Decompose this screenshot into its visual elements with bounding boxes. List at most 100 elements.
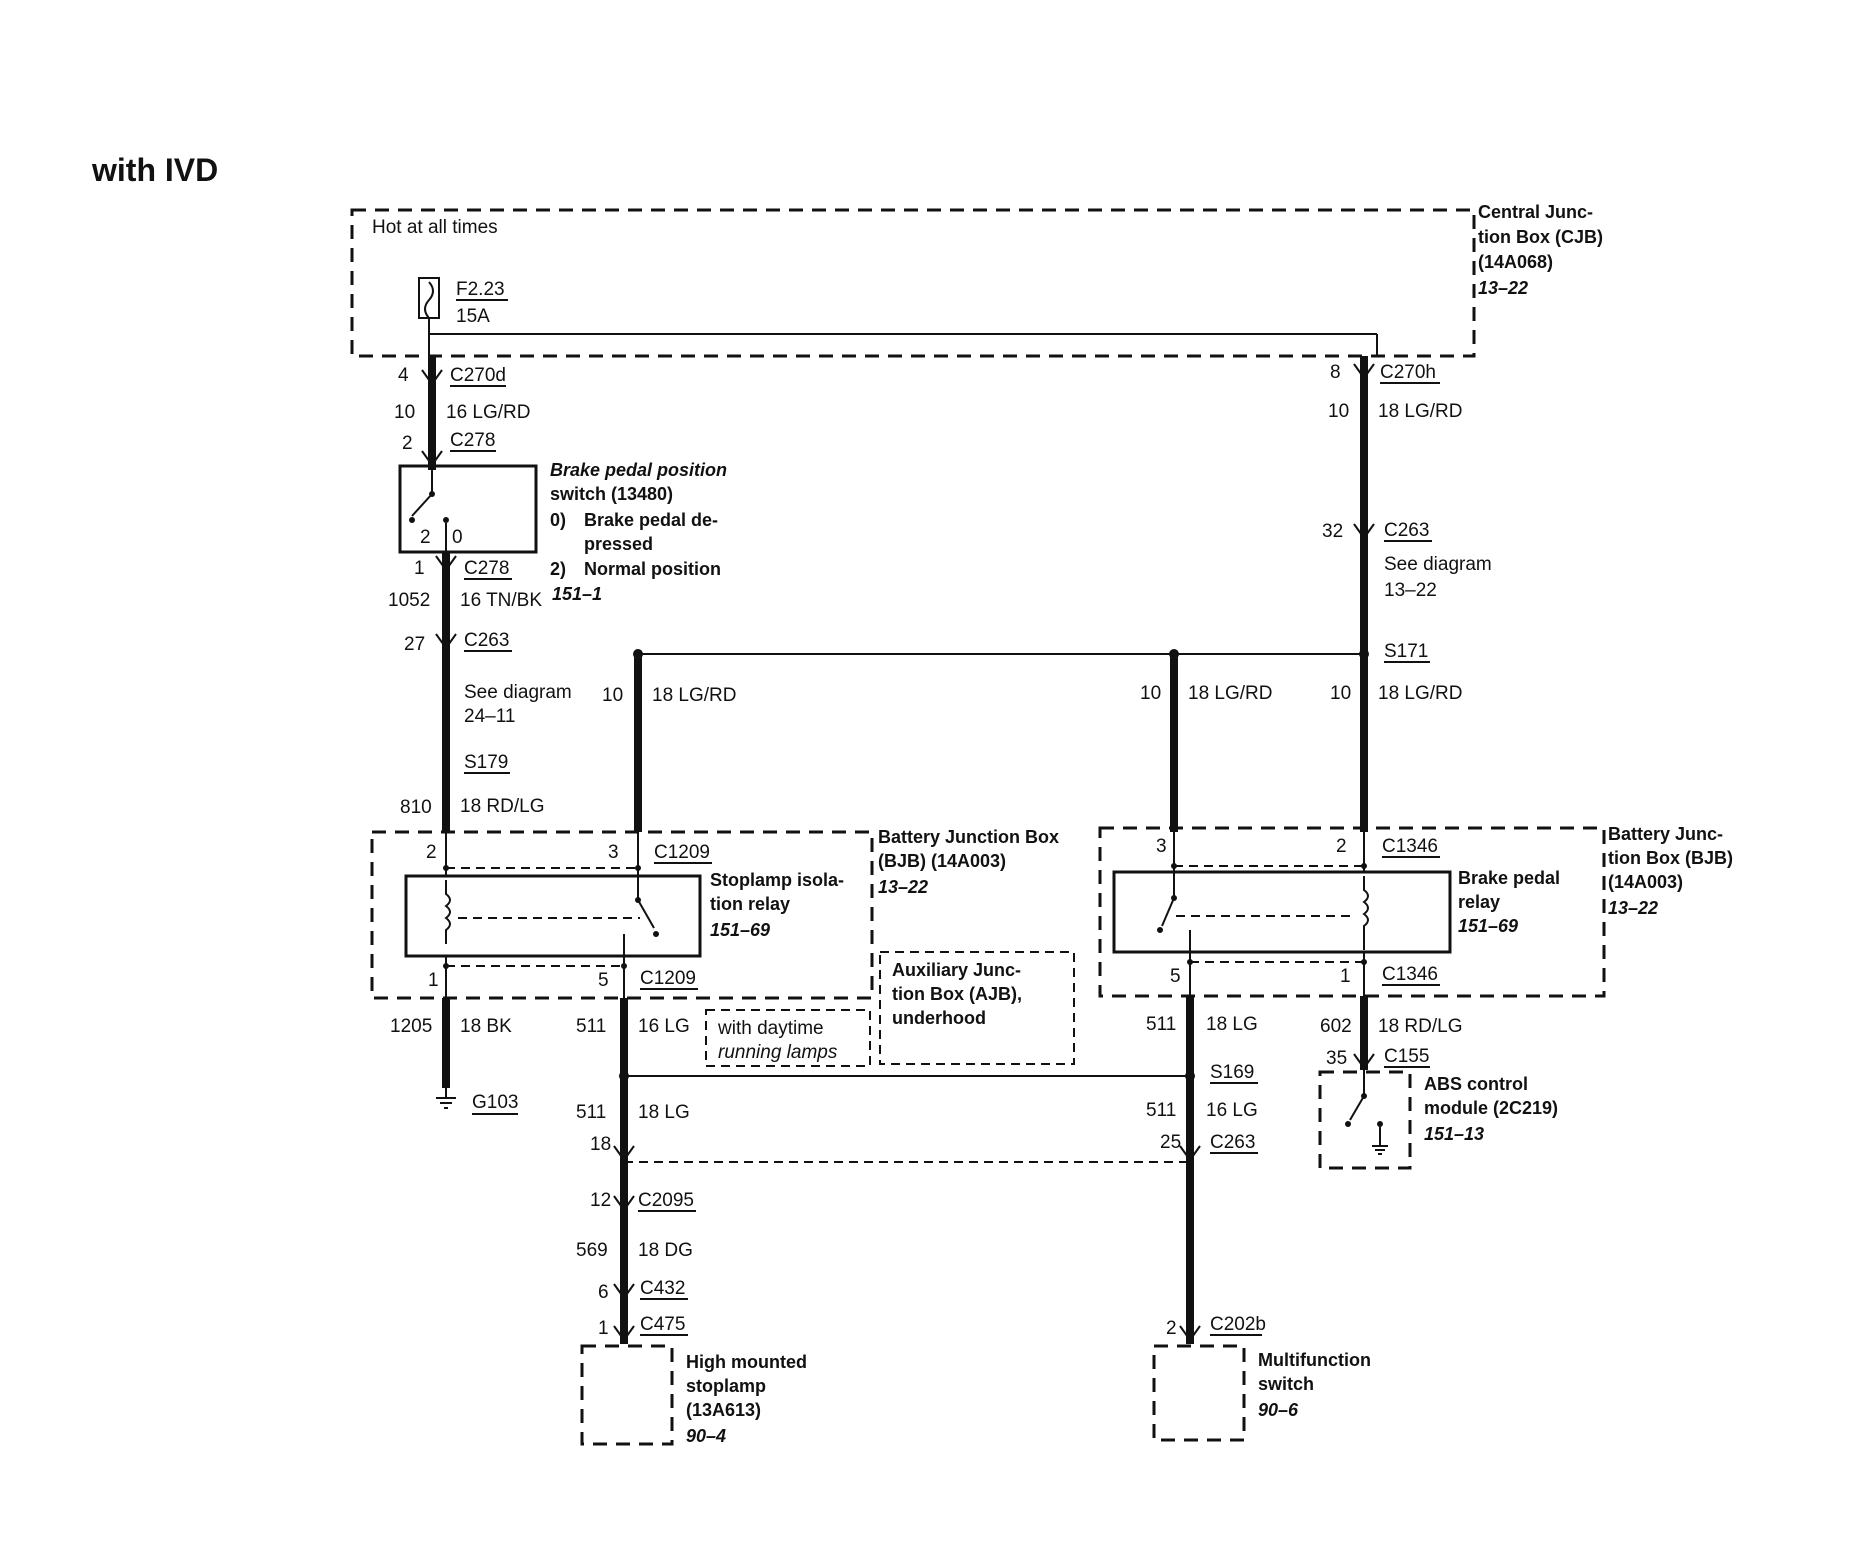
mfs-name-2: switch [1258, 1374, 1314, 1394]
switch-blade-icon [411, 493, 433, 517]
switch-pos0-text: Brake pedal de- [584, 510, 718, 530]
cjb-outline [350, 208, 1476, 358]
wire-label-18-dg: 18 DG [638, 1240, 693, 1261]
connector-c278-bottom: C278 [464, 558, 509, 579]
connector-c263-icon [435, 633, 457, 650]
switch-pos0-text-2: pressed [584, 534, 653, 554]
hmsl-ref: 90–4 [686, 1426, 726, 1446]
wire-label-16-tn-bk: 16 TN/BK [460, 590, 542, 611]
connector-c270h: C270h [1380, 362, 1436, 383]
connector-c278-top: C278 [450, 430, 495, 451]
circuit-10: 10 [394, 402, 415, 423]
cjb-name-2: tion Box (CJB) [1478, 227, 1603, 247]
circuit-511-c: 511 [1146, 1014, 1176, 1035]
connector-c1346-bottom: C1346 [1382, 964, 1438, 985]
circuit-511-b: 511 [576, 1102, 606, 1123]
abs-switch-icon [1349, 1095, 1365, 1121]
splice-s171: S171 [1384, 641, 1428, 662]
abs-control-module: ABS control module (2C219) 151–13 [1318, 1070, 1558, 1170]
circuit-10-b: 10 [1140, 683, 1161, 704]
splice-s179: S179 [464, 752, 508, 773]
battery-junction-box-right: 3 2 C1346 5 1 C1346 Brake pedal relay 15… [1098, 824, 1733, 998]
connector-c475-icon [613, 1325, 635, 1342]
auxiliary-junction-box: Auxiliary Junc- tion Box (AJB), underhoo… [879, 951, 1075, 1065]
mfs-name-1: Multifunction [1258, 1350, 1371, 1370]
circuit-10-right: 10 [1328, 401, 1349, 422]
pin-8: 8 [1330, 362, 1341, 383]
connector-c432: C432 [640, 1278, 685, 1299]
wire-label-18-lg-rd-b: 18 LG/RD [1188, 683, 1272, 704]
relay-right-pin-1: 1 [1340, 966, 1351, 987]
wire-label-16-lg-a: 16 LG [638, 1016, 690, 1037]
connector-c270h-icon [1353, 363, 1375, 380]
hot-at-all-times-label: Hot at all times [372, 217, 498, 238]
abs-name-2: module (2C219) [1424, 1098, 1558, 1118]
pin-2-lower: 2 [1166, 1318, 1177, 1339]
connector-c270d-icon [421, 369, 443, 386]
switch-name-2: switch (13480) [550, 484, 673, 504]
brake-pedal-relay-outline [1112, 870, 1452, 954]
switch-ref: 151–1 [552, 584, 602, 604]
cjb-name-3: (14A068) [1478, 252, 1553, 272]
hmsl-name-2: stoplamp [686, 1376, 766, 1396]
connector-c432-icon [613, 1283, 635, 1300]
wire-label-18-rd-lg-lower: 18 RD/LG [1378, 1016, 1462, 1037]
ajb-name-2: tion Box (AJB), [892, 984, 1022, 1004]
relay-left-pin-5: 5 [598, 970, 609, 991]
pin-12: 12 [590, 1190, 611, 1211]
bjb-right-outline [1098, 826, 1606, 998]
wire-label-16-lg-d: 16 LG [1206, 1100, 1258, 1121]
relay-left-pin-1: 1 [428, 970, 439, 991]
wire-label-18-lg-c: 18 LG [1206, 1014, 1258, 1035]
bjb-right-name-1: Battery Junc- [1608, 824, 1723, 844]
stoplamp-relay-name-2: tion relay [710, 894, 790, 914]
connector-c202b: C202b [1210, 1314, 1266, 1335]
switch-pos0-num: 0) [550, 510, 566, 530]
connector-c475: C475 [640, 1314, 685, 1335]
bjb-right-name-3: (14A003) [1608, 872, 1683, 892]
relay-coil-left-icon [444, 880, 451, 944]
see-diagram-left-ref: 24–11 [464, 706, 515, 727]
bjb-left-name-2: (BJB) (14A003) [878, 851, 1006, 871]
daytime-running-lamps-note: with daytime running lamps [705, 1009, 871, 1067]
connector-c270d: C270d [450, 365, 506, 386]
pin-35: 35 [1326, 1048, 1347, 1069]
hmsl-name-3: (13A613) [686, 1400, 761, 1420]
pin-18: 18 [590, 1134, 611, 1155]
brake-relay-name-2: relay [1458, 892, 1500, 912]
stoplamp-relay-ref: 151–69 [710, 920, 770, 940]
circuit-511-d: 511 [1146, 1100, 1176, 1121]
switch-pin-0: 0 [452, 527, 463, 548]
circuit-511-a: 511 [576, 1016, 606, 1037]
pin-2: 2 [402, 433, 413, 454]
circuit-1052: 1052 [388, 590, 430, 611]
circuit-10-a: 10 [602, 685, 623, 706]
connector-c202b-icon [1179, 1325, 1201, 1342]
ground-icon [436, 1088, 456, 1109]
wire-label-18-rd-lg: 18 RD/LG [460, 796, 544, 817]
ground-g103: G103 [472, 1092, 518, 1113]
brake-pedal-position-switch: 2 0 Brake pedal position switch (13480) … [398, 460, 727, 604]
circuit-569: 569 [576, 1240, 608, 1261]
drl-line-2: running lamps [718, 1042, 838, 1063]
wire-label-18-bk: 18 BK [460, 1016, 512, 1037]
bjb-left-ref: 13–22 [878, 877, 928, 897]
switch-pos2-num: 2) [550, 559, 566, 579]
circuit-810: 810 [400, 797, 432, 818]
fuse-id: F2.23 [456, 279, 505, 300]
wire-label-18-lg-rd-c: 18 LG/RD [1378, 683, 1462, 704]
wire-label-18-lg-b: 18 LG [638, 1102, 690, 1123]
relay-contact-right-icon [1161, 897, 1175, 927]
bjb-left-outline [370, 830, 874, 1000]
relay-contact-left-icon [637, 899, 655, 929]
relay-left-pin-2: 2 [426, 842, 437, 863]
pin-4: 4 [398, 365, 409, 386]
connector-c263-lower: C263 [1210, 1132, 1255, 1153]
connector-c2095: C2095 [638, 1190, 694, 1211]
connector-c278-lower-icon [435, 555, 457, 572]
cjb-ref: 13–22 [1478, 278, 1528, 298]
fuse-icon [418, 277, 440, 319]
connector-c263-left: C263 [464, 630, 509, 651]
splice-s169: S169 [1210, 1062, 1254, 1083]
mfs-ref: 90–6 [1258, 1400, 1299, 1420]
